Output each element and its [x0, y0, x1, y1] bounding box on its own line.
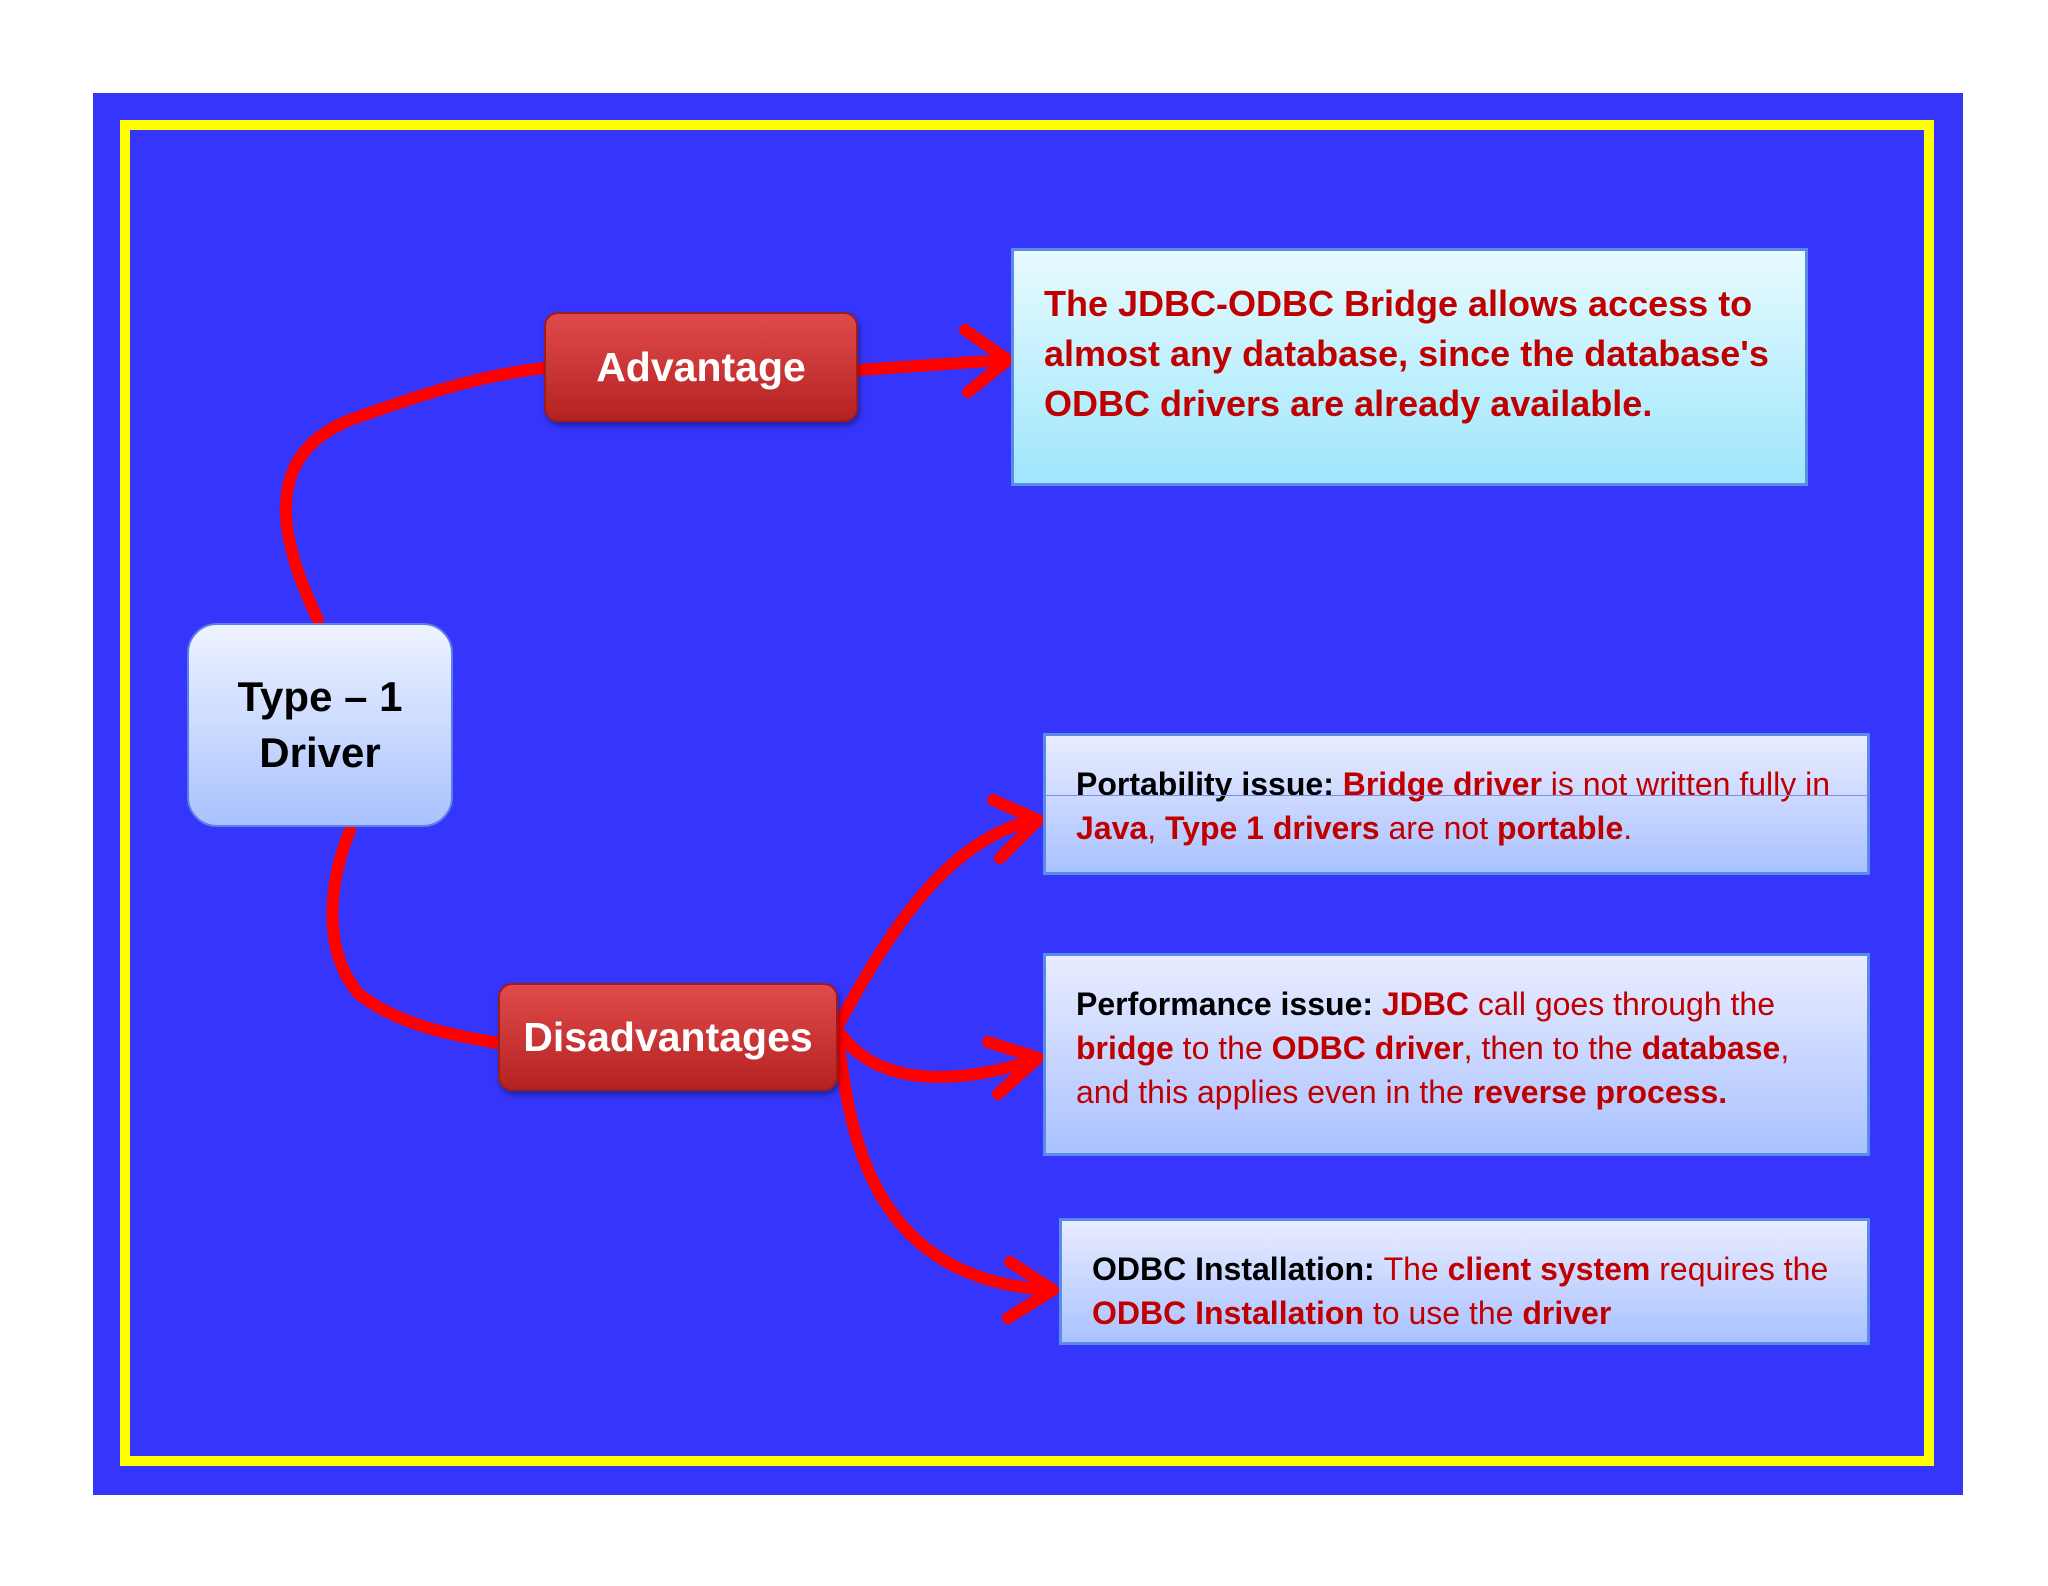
text-segment: driver [1522, 1295, 1612, 1331]
text-segment: ODBC Installation [1092, 1295, 1365, 1331]
text-segment: is not written fully in [1541, 766, 1831, 802]
advantage-node: Advantage [544, 312, 858, 422]
portability-issue-box: Portability issue: Bridge driver is not … [1043, 733, 1870, 875]
text-segment: ODBC Installation: [1092, 1251, 1384, 1287]
root-line-1: Type – 1 [237, 673, 403, 720]
text-segment: Bridge driver [1342, 766, 1542, 802]
disadvantages-node: Disadvantages [498, 983, 838, 1091]
text-segment: , and this applies even in the [1076, 1030, 1790, 1110]
connector-dis-portability [832, 814, 1041, 1031]
advantage-description-box: The JDBC-ODBC Bridge allows access to al… [1011, 248, 1808, 486]
advantage-text: The JDBC-ODBC Bridge allows access to al… [1044, 283, 1769, 424]
advantage-label: Advantage [596, 343, 806, 390]
text-segment: Java [1076, 810, 1148, 846]
text-segment: , [1147, 810, 1165, 846]
performance-issue-box: Performance issue: JDBC call goes throug… [1043, 953, 1870, 1156]
performance-issue-text: Performance issue: JDBC call goes throug… [1076, 982, 1837, 1114]
text-segment: are not [1379, 810, 1497, 846]
portability-issue-text: Portability issue: Bridge driver is not … [1076, 762, 1837, 850]
text-segment: , then to the [1463, 1030, 1642, 1066]
text-segment: ODBC driver [1271, 1030, 1464, 1066]
text-segment: call goes through the [1469, 986, 1776, 1022]
text-segment: Portability issue: [1076, 766, 1343, 802]
arrowhead-installation [1002, 1256, 1059, 1324]
arrowhead-performance [982, 1036, 1044, 1100]
root-line-2: Driver [259, 729, 381, 776]
connector-root-advantage [279, 362, 551, 626]
arrowhead-portability [987, 794, 1044, 864]
arrowhead-advantage [959, 324, 1014, 398]
text-segment: reverse process. [1472, 1074, 1728, 1110]
text-segment: client system [1447, 1251, 1651, 1287]
slide-border [120, 120, 1934, 1466]
disadvantages-label: Disadvantages [523, 1013, 813, 1060]
connector-dis-performance [832, 1024, 1041, 1083]
text-segment: to use the [1364, 1295, 1523, 1331]
text-segment: portable [1497, 810, 1624, 846]
text-segment: Performance issue: [1076, 986, 1382, 1022]
connector-advantage-box [852, 354, 1011, 376]
connector-root-disadvantages [326, 824, 504, 1049]
connector-dis-installation [832, 1029, 1056, 1296]
text-segment: . [1623, 810, 1633, 846]
text-segment: Type 1 drivers [1164, 810, 1380, 846]
text-segment: The [1383, 1251, 1448, 1287]
portability-divider [1045, 795, 1868, 796]
odbc-installation-text: ODBC Installation: The client system req… [1092, 1247, 1837, 1335]
text-segment: JDBC [1381, 986, 1470, 1022]
type-1-driver-node: Type – 1 Driver [187, 623, 453, 827]
text-segment: bridge [1076, 1030, 1174, 1066]
text-segment: to the [1173, 1030, 1272, 1066]
odbc-installation-box: ODBC Installation: The client system req… [1059, 1218, 1870, 1345]
text-segment: database [1641, 1030, 1781, 1066]
text-segment: requires the [1650, 1251, 1829, 1287]
